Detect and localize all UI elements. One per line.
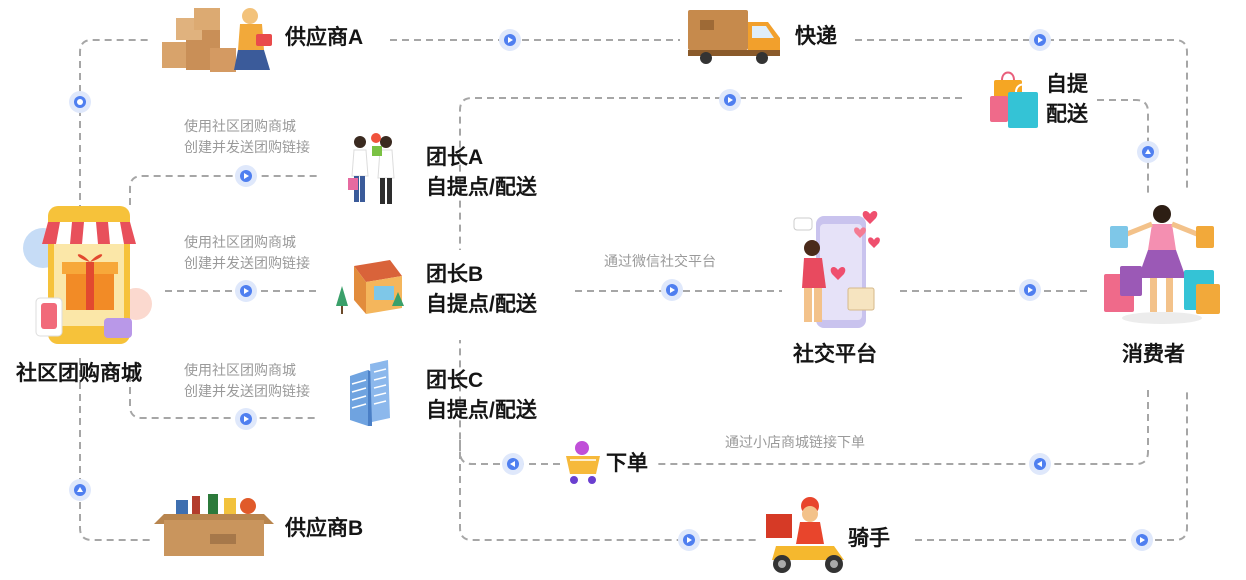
leader-a-edge-line-2: 创建并发送团购链接 bbox=[184, 139, 310, 155]
arrow-right-icon bbox=[235, 280, 257, 302]
supplier-b-label: 供应商B bbox=[285, 517, 364, 540]
leader-c-edge-line-1: 使用社区团购商城 bbox=[184, 362, 296, 378]
leader-b-edge-line-2: 创建并发送团购链接 bbox=[184, 255, 310, 271]
self-pickup-line-1: 自提 bbox=[1046, 73, 1088, 96]
boxes-woman-laptop-icon bbox=[162, 8, 272, 72]
shopping-bags-icon bbox=[990, 71, 1038, 128]
arrow-up-icon bbox=[1137, 141, 1159, 163]
self-pickup-line-2: 配送 bbox=[1046, 103, 1088, 126]
arrow-left-icon bbox=[502, 453, 524, 475]
small-shop-icon bbox=[336, 260, 404, 314]
leader-b-role: 自提点/配送 bbox=[426, 293, 537, 316]
leader-c-edge-line-2: 创建并发送团购链接 bbox=[184, 383, 310, 399]
consumer-order-edge-label: 通过小店商城链接下单 bbox=[725, 434, 865, 450]
leader-a-edge-line-1: 使用社区团购商城 bbox=[184, 118, 296, 134]
arrow-up-icon bbox=[69, 479, 91, 501]
arrow-right-icon bbox=[499, 29, 521, 51]
leader-b-edge-line-1: 使用社区团购商城 bbox=[184, 234, 296, 250]
arrow-left-icon bbox=[1029, 453, 1051, 475]
express-label: 快递 bbox=[795, 25, 837, 48]
leader-a-name: 团长A bbox=[426, 146, 484, 169]
rider-label: 骑手 bbox=[848, 527, 890, 550]
leader-c-role: 自提点/配送 bbox=[426, 399, 537, 422]
line-pickup-loop bbox=[459, 97, 962, 250]
line-mall-leader-c bbox=[129, 375, 318, 419]
order-label: 下单 bbox=[606, 452, 648, 475]
supplier-a-label: 供应商A bbox=[285, 26, 364, 49]
line-order-return bbox=[655, 390, 1149, 465]
scooter-rider-icon bbox=[766, 497, 844, 573]
office-buildings-icon bbox=[350, 360, 390, 426]
phone-hearts-woman-icon bbox=[793, 211, 880, 328]
arrow-right-icon bbox=[719, 89, 741, 111]
shopping-cart-icon bbox=[566, 441, 600, 484]
leader-b-edge-label: 使用社区团购商城 创建并发送团购链接 bbox=[184, 232, 310, 274]
leader-b-name: 团长B bbox=[426, 263, 484, 286]
woman-shopping-bags-icon bbox=[1104, 205, 1220, 324]
arrow-right-icon bbox=[235, 408, 257, 430]
arrow-right-icon bbox=[235, 165, 257, 187]
people-shopping-icon bbox=[348, 133, 395, 204]
connector-node-icon bbox=[69, 91, 91, 113]
leader-b-label: 团长B 自提点/配送 bbox=[426, 260, 537, 320]
leader-c-label: 团长C 自提点/配送 bbox=[426, 366, 537, 426]
leader-c-name: 团长C bbox=[426, 369, 484, 392]
arrow-right-icon bbox=[1029, 29, 1051, 51]
leader-c-edge-label: 使用社区团购商城 创建并发送团购链接 bbox=[184, 360, 310, 402]
leader-a-edge-label: 使用社区团购商城 创建并发送团购链接 bbox=[184, 116, 310, 158]
arrow-right-icon bbox=[661, 279, 683, 301]
leader-a-label: 团长A 自提点/配送 bbox=[426, 143, 537, 203]
leader-platform-edge-label: 通过微信社交平台 bbox=[604, 253, 716, 269]
consumer-label: 消费者 bbox=[1122, 343, 1185, 366]
arrow-right-icon bbox=[1131, 529, 1153, 551]
line-mall-leader-a bbox=[129, 175, 318, 205]
delivery-truck-icon bbox=[688, 10, 780, 64]
line-leaders-rider bbox=[459, 440, 760, 541]
leader-a-role: 自提点/配送 bbox=[426, 176, 537, 199]
line-pickup-consumer bbox=[1097, 99, 1149, 195]
mall-label: 社区团购商城 bbox=[16, 362, 142, 385]
arrow-right-icon bbox=[678, 529, 700, 551]
arrow-right-icon bbox=[1019, 279, 1041, 301]
line-express-consumer bbox=[855, 39, 1188, 190]
line-order-leaders bbox=[459, 340, 560, 465]
storefront-phone-gift-icon bbox=[23, 206, 152, 344]
grocery-box-icon bbox=[154, 494, 274, 556]
social-platform-label: 社交平台 bbox=[793, 343, 877, 366]
line-mall-supplier-b bbox=[79, 358, 152, 541]
line-mall-supplier-a bbox=[79, 39, 152, 212]
line-rider-consumer bbox=[915, 390, 1188, 541]
self-pickup-label: 自提 配送 bbox=[1046, 70, 1088, 130]
